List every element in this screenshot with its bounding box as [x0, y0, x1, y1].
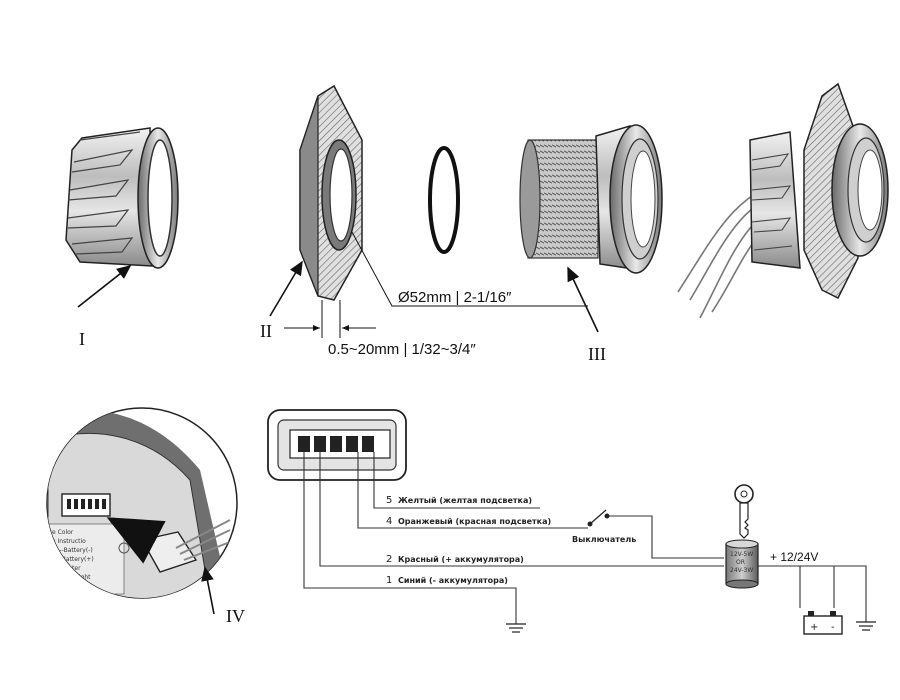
sticker-line-5: ow---Water — [48, 565, 81, 572]
voltage-label: + 12/24V — [770, 550, 818, 564]
wire-2-label: Красный (+ аккумулятора) — [398, 555, 524, 564]
connector-closeup: ire Color ng Instructio ver---Battery(-)… — [46, 407, 245, 626]
battery-plus: + — [810, 622, 818, 633]
battery-minus: - — [831, 622, 835, 633]
sticker-line-3: ver---Battery(-) — [48, 547, 93, 554]
sticker-line-4: ge---Battery(+) — [48, 556, 94, 563]
wire-1-number: 1 — [386, 575, 392, 586]
sticker-line-2: ng Instructio — [48, 538, 86, 545]
fuse-line-3: 24V-3W — [730, 567, 753, 574]
wire-1-label: Синий (- аккумулятора) — [398, 576, 508, 585]
label-part-4: IV — [226, 606, 245, 626]
flange-bracket: II 0.5~20mm | 1/32~3/4″ Ø52mm | 2-1/16″ — [260, 84, 588, 358]
ignition-key-icon — [734, 484, 754, 539]
wire-2-number: 2 — [386, 554, 392, 565]
sticker-line-1: ire Color — [48, 529, 74, 536]
knurled-nut: I — [65, 127, 179, 349]
o-ring — [428, 146, 460, 254]
diameter-dimension: Ø52mm | 2-1/16″ — [398, 289, 512, 306]
wiring-diagram: 5 Желтый (желтая подсветка) 4 Оранжевый … — [267, 409, 876, 635]
wire-4-number: 4 — [386, 516, 392, 527]
label-part-1: I — [79, 329, 85, 349]
switch-label: Выключатель — [572, 535, 636, 544]
ignition-fuse-block: 12V-5W OR 24V-3W — [725, 539, 759, 589]
wire-5-number: 5 — [386, 495, 392, 506]
threaded-housing: III — [519, 124, 663, 364]
switch-symbol — [587, 509, 610, 527]
sticker-line-6: ite---Red Light — [48, 574, 91, 581]
label-part-2: II — [260, 321, 272, 341]
assembled-gauge — [677, 82, 889, 319]
fuse-line-1: 12V-5W — [730, 551, 753, 558]
wire-4-label: Оранжевый (красная подсветка) — [398, 517, 551, 526]
ground-icon — [856, 621, 876, 631]
wire-5-label: Желтый (желтая подсветка) — [398, 496, 532, 505]
ground-icon — [506, 623, 526, 633]
thickness-dimension: 0.5~20mm | 1/32~3/4″ — [328, 341, 476, 358]
label-part-3: III — [588, 344, 606, 364]
battery-symbol: + - — [803, 611, 843, 635]
fuse-line-2: OR — [736, 559, 745, 566]
